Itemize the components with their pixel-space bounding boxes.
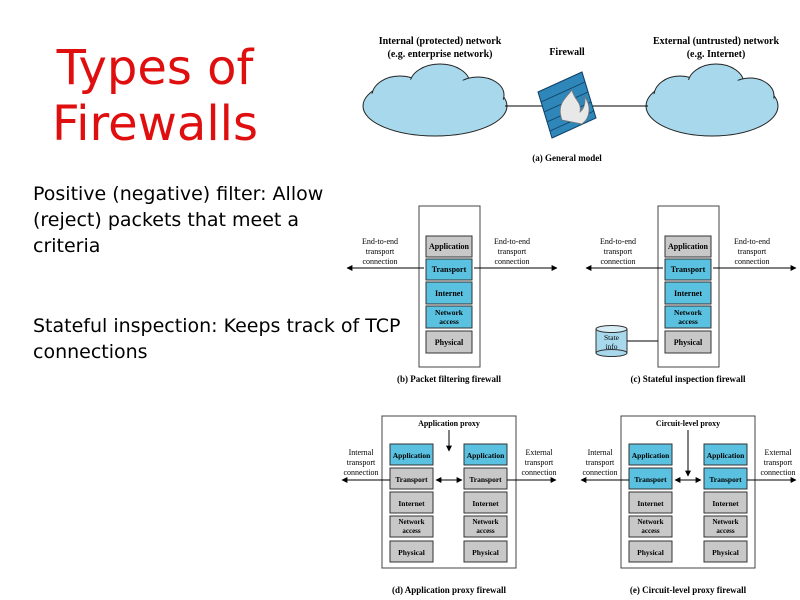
layer-transport: Transport <box>709 475 742 484</box>
layer-application: Application <box>393 451 431 460</box>
e2e-label-left: End-to-end <box>600 237 636 246</box>
layer-network: Network <box>435 308 464 317</box>
caption-application-proxy: (d) Application proxy firewall <box>392 585 506 595</box>
layer-application: Application <box>429 242 470 251</box>
external-label: External <box>525 448 553 457</box>
caption-general-model: (a) General model <box>532 153 602 163</box>
internal-label: Internal <box>588 448 614 457</box>
layer-network: Network <box>398 518 424 526</box>
layer-transport: Transport <box>671 265 706 274</box>
layer-network: Network <box>637 518 663 526</box>
layer-internet: Internet <box>472 499 499 508</box>
e2e-label-left-3: connection <box>362 257 397 266</box>
layer-application: Application <box>707 451 745 460</box>
layer-access: access <box>641 527 660 535</box>
layer-network: Network <box>472 518 498 526</box>
caption-stateful-inspection: (c) Stateful inspection firewall <box>630 374 746 384</box>
e2e-label-left: End-to-end <box>362 237 398 246</box>
external-label-3: connection <box>760 468 795 477</box>
e2e-label-right-2: transport <box>498 247 527 256</box>
e2e-label-right-3: connection <box>494 257 529 266</box>
layer-internet: Internet <box>435 289 463 298</box>
layer-access: access <box>678 317 698 326</box>
layer-access: access <box>716 527 735 535</box>
layer-internet: Internet <box>712 499 739 508</box>
external-label-2: transport <box>525 458 554 467</box>
title-line-1: Types of <box>56 40 254 96</box>
firewall-types-figure: Internal (protected) network (e.g. enter… <box>341 36 797 595</box>
layer-network: Network <box>674 308 703 317</box>
state-info-database-icon: State info <box>595 325 628 357</box>
stateful-inspection-panel: Application Transport Internet Network a… <box>585 205 797 384</box>
slide-title: Types of Firewalls <box>20 40 290 152</box>
external-network-sublabel: (e.g. Internet) <box>687 49 746 60</box>
external-network-label: External (untrusted) network <box>653 36 780 47</box>
layer-physical: Physical <box>674 338 703 347</box>
firewall-label: Firewall <box>549 47 585 58</box>
layer-physical: Physical <box>398 548 425 557</box>
firewall-brick-wall-icon <box>537 71 597 139</box>
state-info-label-2: info <box>605 342 617 351</box>
layer-physical: Physical <box>712 548 739 557</box>
layer-internet: Internet <box>674 289 702 298</box>
layer-access: access <box>439 317 459 326</box>
layer-application: Application <box>668 242 709 251</box>
internal-label-3: connection <box>582 468 617 477</box>
caption-circuit-level-proxy: (e) Circuit-level proxy firewall <box>630 585 747 595</box>
e2e-label-left-2: transport <box>604 247 633 256</box>
internal-label: Internal <box>349 448 375 457</box>
external-label-3: connection <box>521 468 556 477</box>
title-line-2: Firewalls <box>51 96 258 152</box>
e2e-label-left-3: connection <box>600 257 635 266</box>
layer-application: Application <box>632 451 670 460</box>
internal-cloud-icon <box>362 63 508 137</box>
circuit-proxy-label: Circuit-level proxy <box>656 419 720 428</box>
layer-physical: Physical <box>435 338 464 347</box>
packet-filtering-panel: Application Transport Internet Network a… <box>346 205 558 384</box>
internal-network-label: Internal (protected) network <box>379 36 502 47</box>
state-info-label: State <box>604 333 620 342</box>
e2e-label-right: End-to-end <box>494 237 530 246</box>
layer-transport: Transport <box>432 265 467 274</box>
internal-network-sublabel: (e.g. enterprise network) <box>388 49 493 60</box>
layer-application: Application <box>467 451 505 460</box>
layer-transport: Transport <box>469 475 502 484</box>
external-label: External <box>764 448 792 457</box>
circuit-level-proxy-panel: Circuit-level proxy Application Transpor… <box>580 415 797 595</box>
e2e-label-right-3: connection <box>734 257 769 266</box>
bullet-positive-filter: Positive (negative) filter: Allow (rejec… <box>33 183 324 257</box>
layer-transport: Transport <box>395 475 428 484</box>
bullet-stateful-inspection: Stateful inspection: Keeps track of TCP … <box>33 315 401 363</box>
layer-physical: Physical <box>637 548 664 557</box>
e2e-label-left-2: transport <box>366 247 395 256</box>
layer-network: Network <box>712 518 738 526</box>
layer-internet: Internet <box>637 499 664 508</box>
internal-label-2: transport <box>347 458 376 467</box>
layer-internet: Internet <box>398 499 425 508</box>
caption-packet-filtering: (b) Packet filtering firewall <box>397 374 502 384</box>
layer-access: access <box>402 527 421 535</box>
general-model-panel: Internal (protected) network (e.g. enter… <box>362 36 780 163</box>
external-label-2: transport <box>764 458 793 467</box>
layer-transport: Transport <box>634 475 667 484</box>
application-proxy-label: Application proxy <box>418 419 480 428</box>
layer-physical: Physical <box>472 548 499 557</box>
internal-label-3: connection <box>343 468 378 477</box>
layer-access: access <box>476 527 495 535</box>
e2e-label-right: End-to-end <box>734 237 770 246</box>
external-cloud-icon <box>645 63 779 137</box>
e2e-label-right-2: transport <box>738 247 767 256</box>
internal-label-2: transport <box>586 458 615 467</box>
application-proxy-panel: Application proxy Application Transport … <box>341 415 557 595</box>
